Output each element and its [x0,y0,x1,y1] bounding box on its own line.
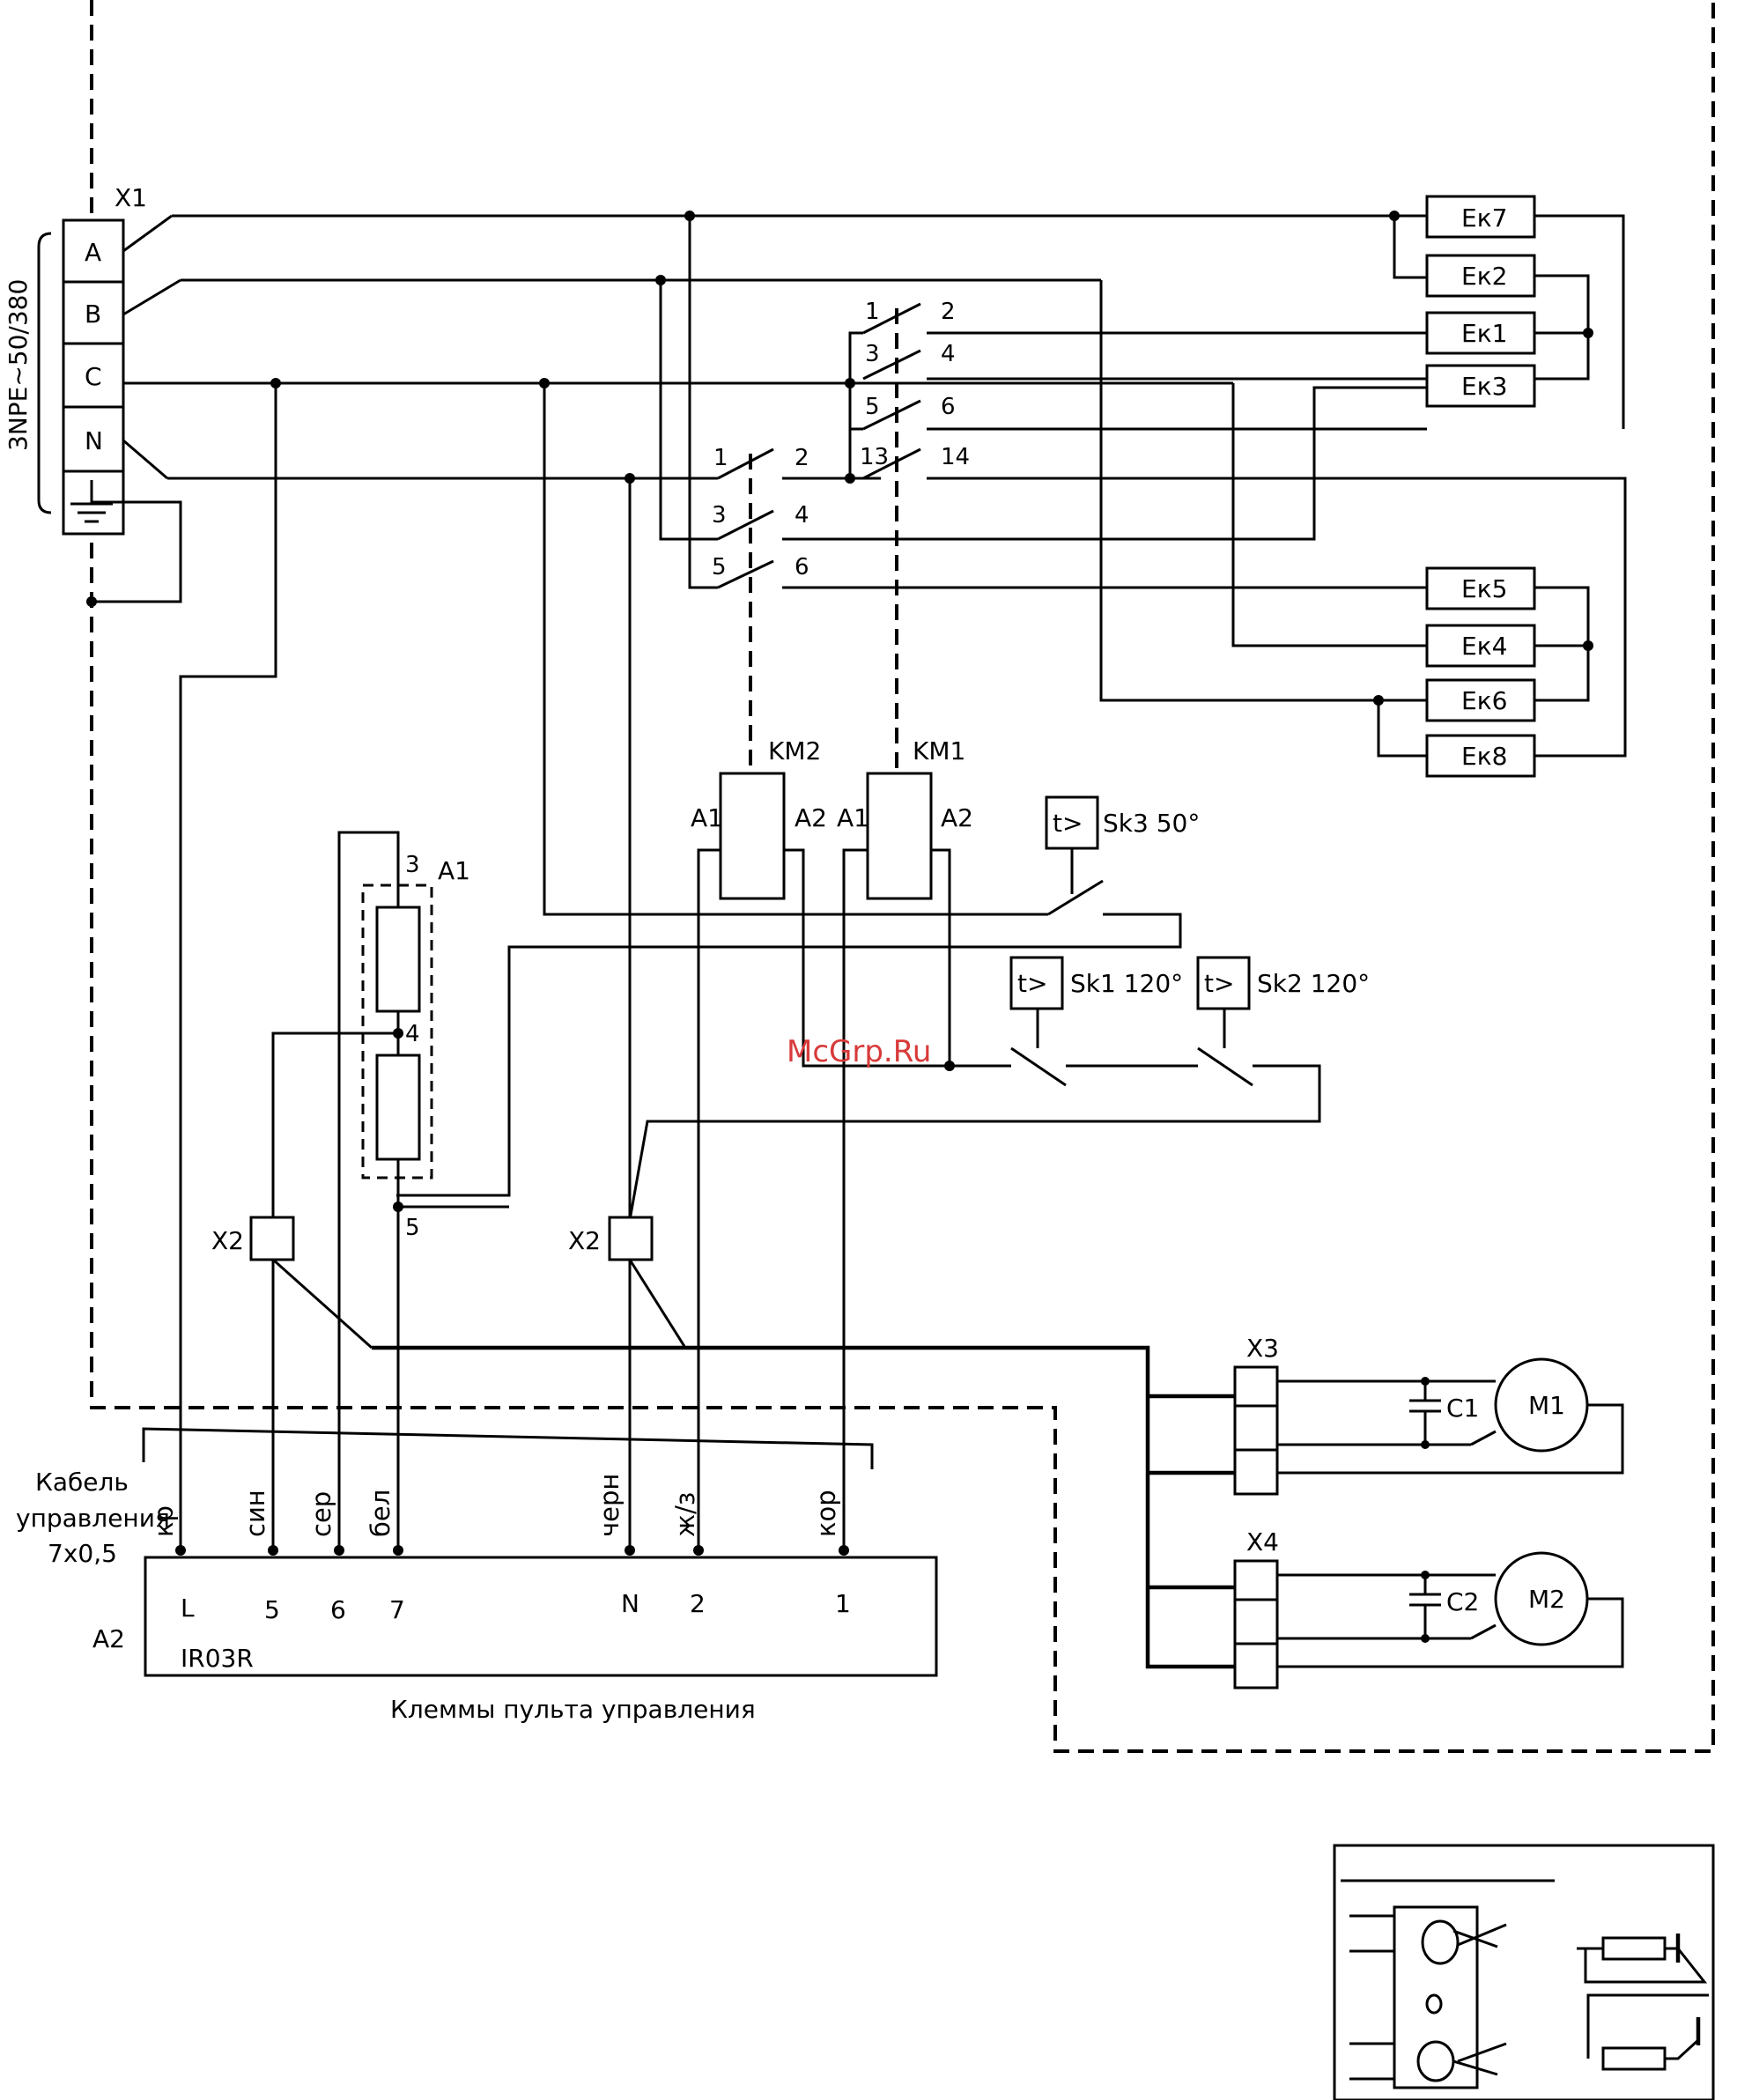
x1-terminal-c: C [85,362,102,391]
heater-ek6-label: Eк6 [1461,686,1507,715]
sk2-label: Sk2 120° [1257,969,1370,998]
coil-wiring [698,850,955,1550]
km1-label: KM1 [913,736,965,765]
wire-zhz-label: ж/з [670,1492,700,1537]
heater-ek3-label: Eк3 [1461,372,1507,401]
km2-contact-1: 1 [713,445,728,471]
terminal-detail-illustration [1349,1907,1506,2088]
x3-label: X3 [1246,1334,1279,1363]
wire-kor-label: кор [811,1490,841,1537]
heaters-lower: Eк5 Eк4 Eк6 Eк8 [1427,568,1625,776]
km1-contact-6: 6 [941,394,956,420]
a1-pin-4: 4 [405,1021,420,1047]
heater-ek7-label: Eк7 [1461,203,1507,233]
x2-right-label: X2 [568,1226,601,1255]
heater-ek8-label: Eк8 [1461,742,1507,771]
km2-contact-3: 3 [712,502,727,529]
x1-terminal-n: N [85,426,103,455]
thermometer-icon: t> [1204,969,1234,998]
heater-ek5-label: Eк5 [1461,574,1507,603]
control-panel-a2: A2 IR03R Клеммы пульта управления L 5 6 … [92,1545,936,1724]
km1-contact-5: 5 [865,394,880,420]
a1-pin-5: 5 [405,1215,420,1241]
km1-contact-4: 4 [941,341,956,367]
km1-a1-label: A1 [837,803,869,832]
a2-terminal-n: N [621,1589,639,1618]
km2-label: KM2 [768,736,821,765]
heater-ek2-label: Eк2 [1461,262,1507,291]
phase-a-wiring [123,211,1427,588]
km1-coil: KM1 A1 A2 [837,736,973,898]
a2-terminal-2: 2 [690,1589,706,1618]
wire-chern-label: черн [595,1474,625,1537]
a2-terminal-5: 5 [264,1595,280,1624]
x2-left-label: X2 [211,1226,244,1255]
km2-contact-2: 2 [795,445,809,471]
wire-ser-label: сер [307,1491,336,1537]
km2-a2-label: A2 [795,803,827,832]
sk3-label: Sk3 50° [1103,809,1200,838]
km2-contact-4: 4 [795,502,809,529]
heater-ek1-label: Eк1 [1461,319,1507,348]
motor-m1: M1 C1 [1277,1359,1622,1473]
km2-coil: KM2 A1 A2 [691,736,827,898]
wire-kr-label: кр [149,1505,179,1537]
m2-label: M2 [1528,1585,1565,1614]
control-cable: Кабель управления 7х0,5 кр син сер бел ч… [16,1429,872,1568]
a1-label: A1 [438,856,470,885]
km2-contact-6: 6 [795,554,809,580]
control-panel-caption: Клеммы пульта управления [390,1695,756,1724]
module-a1: A1 3 4 5 [273,832,509,1550]
connector-x2-left: X2 [211,1217,372,1550]
m1-label: M1 [1528,1391,1565,1420]
wire-bel-label: бел [366,1490,395,1537]
supply-voltage-label: 3NPE~50/380 [4,279,33,451]
phase-c-wiring [123,333,1427,1550]
sk1-label: Sk1 120° [1070,969,1183,998]
thermometer-icon: t> [1017,969,1047,998]
km2-contact-5: 5 [712,554,727,580]
km1-a2-label: A2 [941,803,973,832]
thermostat-chain-wiring [630,1066,1319,1220]
a2-terminal-l: L [181,1593,195,1623]
a2-terminal-7: 7 [389,1595,405,1624]
km2-contacts: 1 2 3 4 5 6 [712,388,1427,773]
c1-label: C1 [1446,1394,1479,1423]
motor-m2: M2 C2 [1277,1553,1622,1667]
cable-label-line-2: управления [16,1504,170,1533]
a2-terminal-6: 6 [330,1595,346,1624]
km1-contact-13: 13 [860,444,889,470]
x1-label: X1 [115,183,147,212]
watermark: McGrp.Ru [787,1034,931,1069]
heater-ek4-label: Eк4 [1461,632,1507,661]
a2-model-label: IR03R [181,1644,254,1673]
inset-detail [1334,1845,1713,2100]
km1-contact-1: 1 [865,299,880,325]
connector-x3: X3 [1235,1334,1279,1494]
heaters-upper: Eк7 Eк2 Eк1 Eк3 [1427,196,1623,429]
c2-label: C2 [1446,1587,1479,1616]
a1-pin-3: 3 [405,852,420,878]
km2-a1-label: A1 [691,803,723,832]
switch-detail-illustration [1577,1934,1709,2069]
x1-terminal-b: B [85,299,101,329]
cable-label-line-1: Кабель [35,1468,129,1497]
a2-label: A2 [92,1624,125,1653]
km1-contact-3: 3 [865,341,880,367]
a2-terminal-1: 1 [835,1589,851,1618]
km1-contact-2: 2 [941,299,956,325]
km1-contact-14: 14 [941,444,970,470]
cable-label-line-3: 7х0,5 [48,1539,117,1568]
connector-x2-right: X2 [568,1217,685,1550]
x1-terminal-a: A [85,238,101,267]
thermometer-icon: t> [1053,809,1083,838]
wire-sin-label: син [240,1490,270,1537]
phase-b-wiring [123,275,1427,756]
x4-label: X4 [1246,1527,1279,1557]
connector-x4: X4 [1235,1527,1279,1688]
